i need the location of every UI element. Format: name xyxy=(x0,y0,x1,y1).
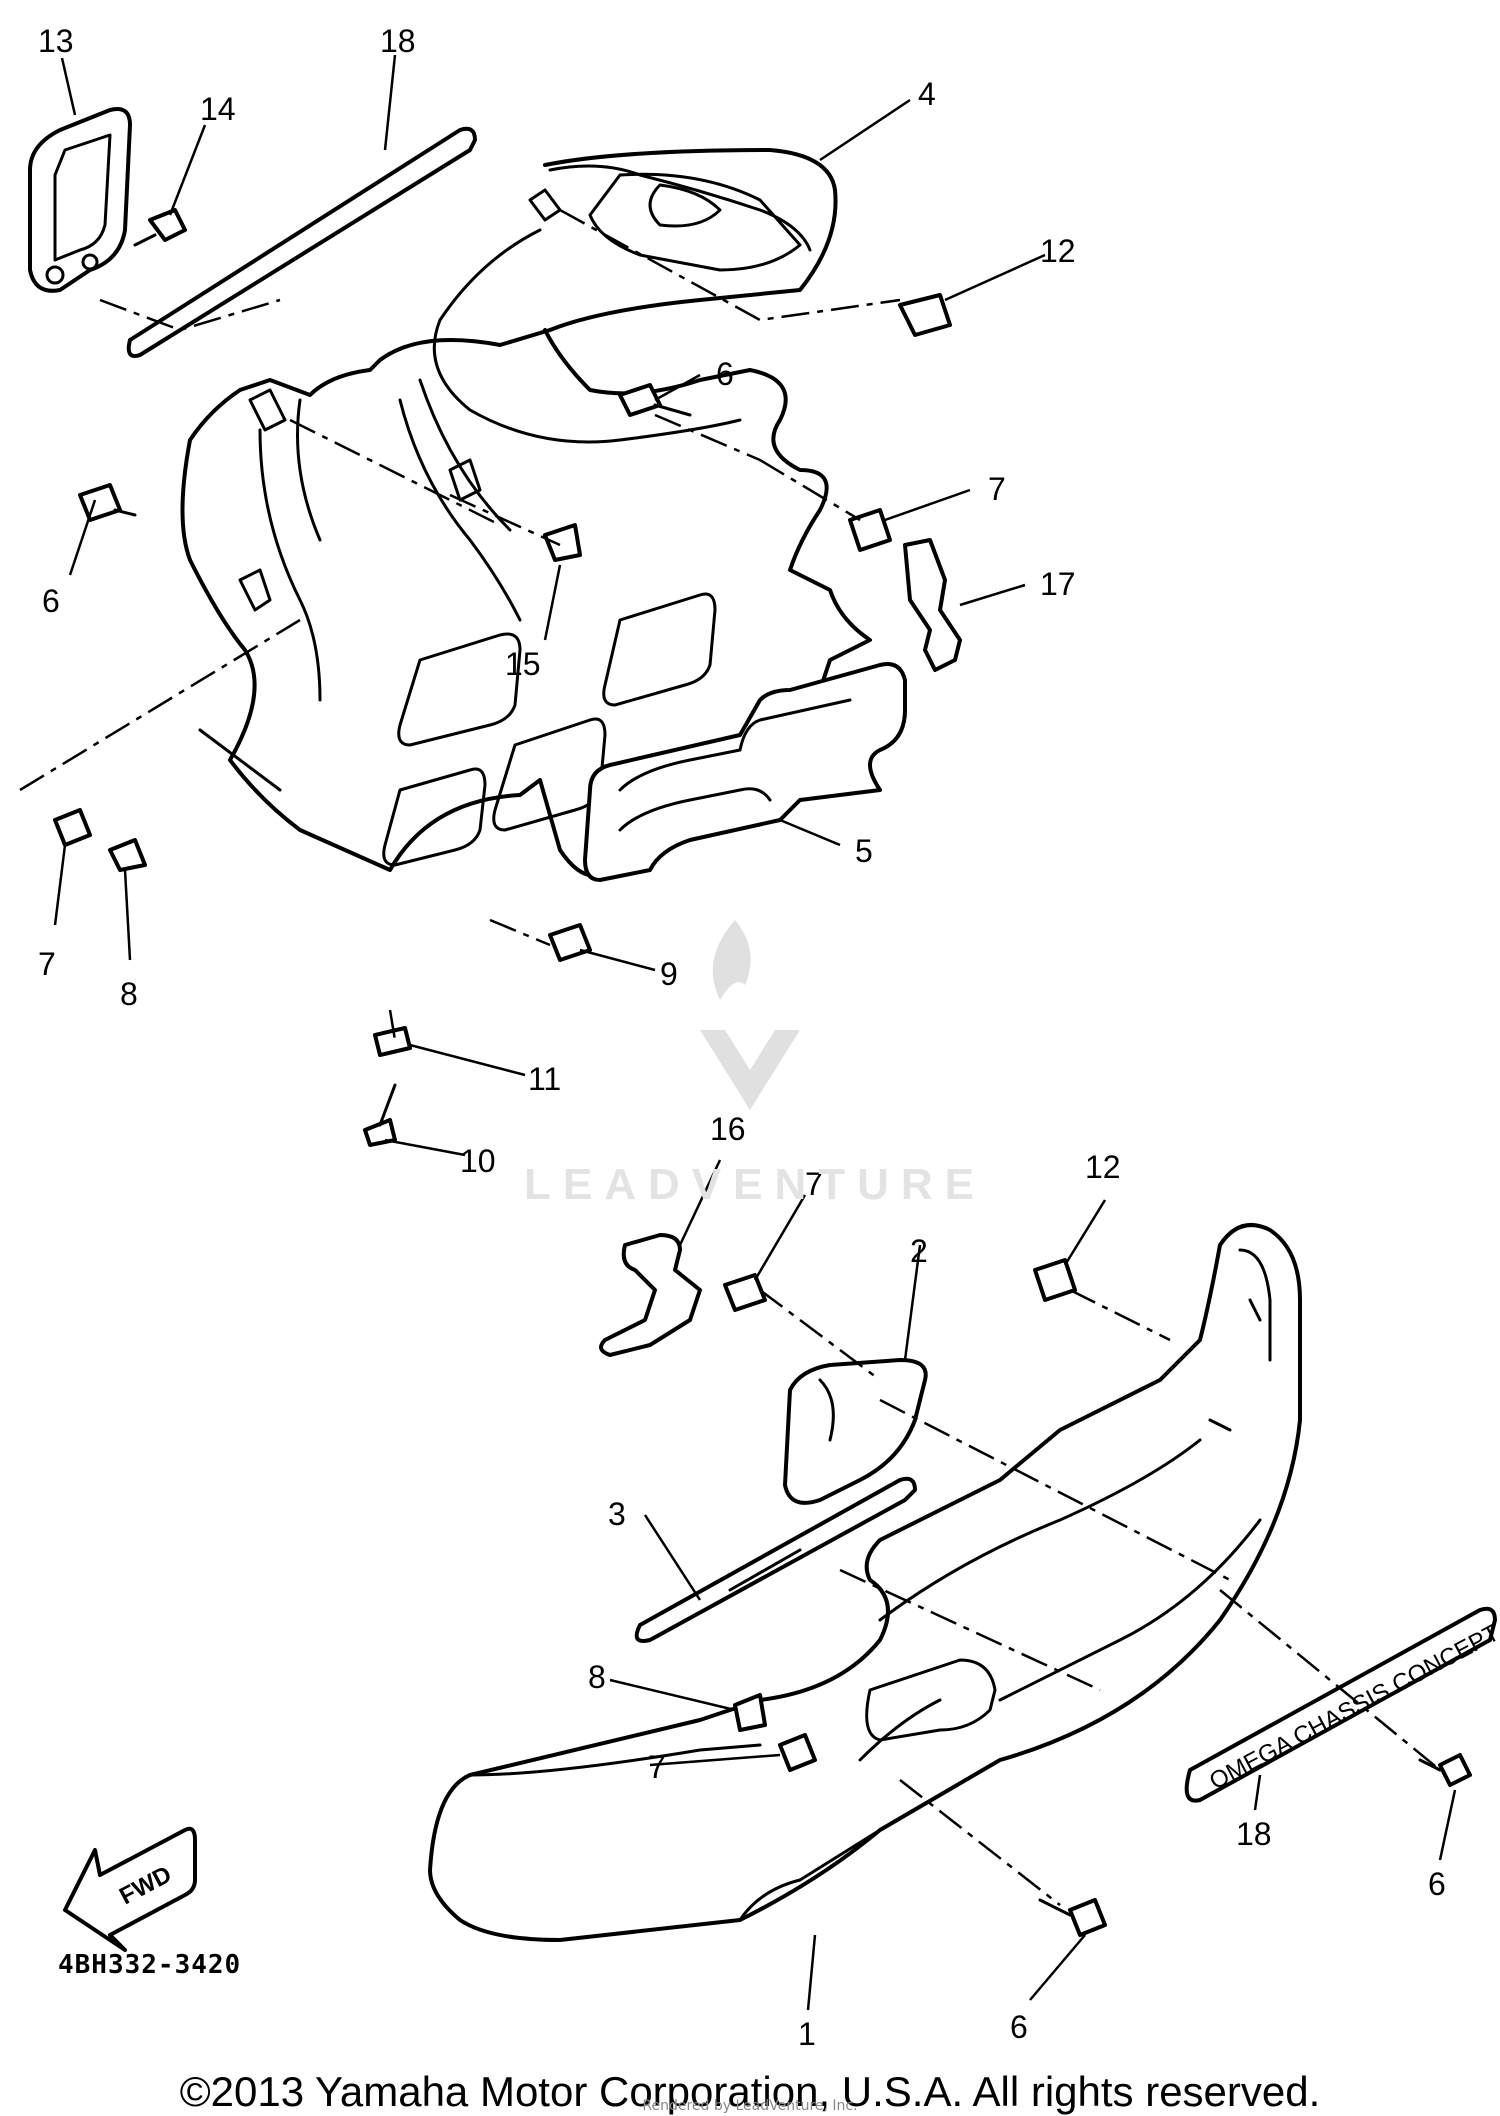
callout-6-bottom: 6 xyxy=(1010,2009,1028,2045)
watermark-text: LEADVENTURE xyxy=(523,1160,987,1209)
inner-panel-part-5 xyxy=(583,662,907,882)
leadventure-watermark-logo xyxy=(700,920,800,1110)
callout-6-left: 6 xyxy=(42,583,60,619)
leader-lines xyxy=(53,54,1457,2011)
diagram-code: 4BH332-3420 xyxy=(58,1950,242,1980)
bracket-part-17 xyxy=(903,538,962,672)
copyright-notice: ©2013 Yamaha Motor Corporation, U.S.A. A… xyxy=(179,2068,1321,2115)
callout-7-lower-a: 7 xyxy=(805,1166,823,1202)
lower-cowling-part-1 xyxy=(428,1223,1302,1942)
callout-7-left: 7 xyxy=(38,946,56,982)
plate-part-3 xyxy=(634,1476,917,1643)
callout-numbers: 13 18 14 4 12 6 7 6 17 15 5 7 8 9 11 10 … xyxy=(38,23,1446,2052)
callout-7-upper: 7 xyxy=(988,471,1006,507)
callout-16: 16 xyxy=(710,1111,746,1147)
fwd-arrow-icon: FWD xyxy=(63,1826,197,1952)
callout-10: 10 xyxy=(460,1143,496,1179)
cover-part-2 xyxy=(783,1358,928,1505)
callout-7-lower-b: 7 xyxy=(648,1749,666,1785)
callout-5: 5 xyxy=(855,833,873,869)
callout-12-lower: 12 xyxy=(1085,1149,1121,1185)
callout-14: 14 xyxy=(200,91,236,127)
assembly-lines xyxy=(19,208,1441,1906)
callout-2: 2 xyxy=(910,1233,928,1269)
bracket-part-13 xyxy=(28,107,132,293)
fasteners xyxy=(53,208,1472,1937)
callout-11: 11 xyxy=(528,1061,561,1097)
callout-15: 15 xyxy=(505,646,541,682)
callout-13: 13 xyxy=(38,23,74,59)
trim-strip-part-18-upper xyxy=(126,126,477,358)
callout-9: 9 xyxy=(660,956,678,992)
bracket-part-16 xyxy=(599,1233,702,1357)
callout-18-upper: 18 xyxy=(380,23,416,59)
callout-8-lower: 8 xyxy=(588,1659,606,1695)
callout-6-right: 6 xyxy=(1428,1866,1446,1902)
callout-4: 4 xyxy=(918,76,936,112)
callout-6-upper: 6 xyxy=(716,356,734,392)
callout-3: 3 xyxy=(608,1496,626,1532)
callout-1: 1 xyxy=(798,2016,816,2052)
callout-17: 17 xyxy=(1040,566,1076,602)
callout-18-lower: 18 xyxy=(1236,1816,1272,1852)
callout-8-left: 8 xyxy=(120,976,138,1012)
rendered-by-notice: Rendered by LeadVenture, Inc. xyxy=(642,2098,858,2114)
callout-12-upper: 12 xyxy=(1040,233,1076,269)
